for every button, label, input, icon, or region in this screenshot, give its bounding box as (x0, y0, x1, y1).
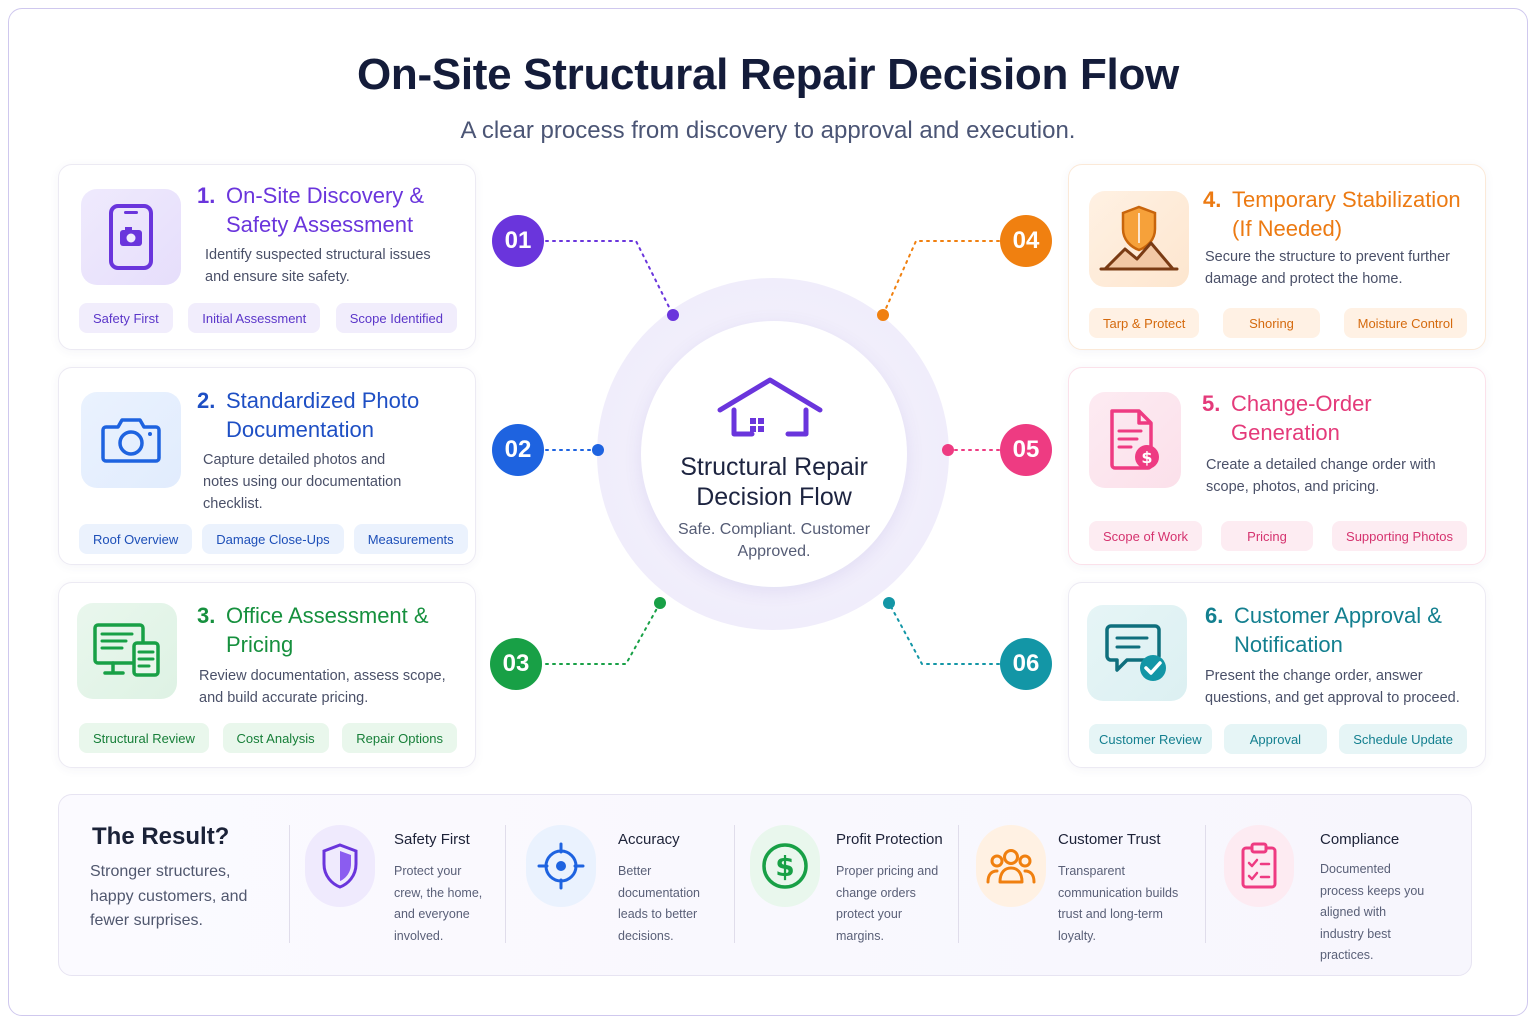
step-title-1: 1. On-Site Discovery & Safety Assessment (197, 181, 459, 239)
benefit-desc-1: Protect your crew, the home, and everyon… (394, 864, 483, 943)
camera-icon (81, 392, 181, 488)
step-title-text-1: On-Site Discovery & Safety Assessment (226, 183, 425, 237)
step-index-2: 2. (197, 388, 216, 413)
step-title-6: 6. Customer Approval & Notification (1205, 601, 1469, 659)
step-card-2: 2. Standardized Photo Documentation Captu… (58, 367, 476, 565)
result-description: Stronger structures, happy customers, an… (90, 863, 248, 929)
step-badge-02: 02 (492, 424, 544, 476)
step-badge-06: 06 (1000, 638, 1052, 690)
step-index-5: 5. (1202, 391, 1221, 416)
hub-subtitle: Safe. Compliant. Customer Approved. (677, 521, 871, 560)
step-tags-3: Structural Review Cost Analysis Repair O… (79, 723, 457, 753)
step-tags-5: Scope of Work Pricing Supporting Photos (1089, 521, 1467, 551)
tag: Approval (1223, 724, 1328, 754)
benefit-title-4: Customer Trust (1058, 831, 1161, 848)
step-badge-03: 03 (490, 638, 542, 690)
hub-circle (641, 321, 907, 587)
step-title-text-5: Change-Order Generation (1231, 391, 1372, 445)
step-card-4: 4. Temporary Stabilization (If Needed) Se… (1068, 164, 1486, 350)
step-title-text-4: Temporary Stabilization (If Needed) (1232, 187, 1461, 241)
tag: Scope of Work (1089, 521, 1203, 551)
result-title: The Result? (92, 823, 230, 850)
step-tags-6: Customer Review Approval Schedule Update (1089, 724, 1467, 754)
step-title-text-6: Customer Approval & Notification (1234, 603, 1442, 657)
tag: Cost Analysis (222, 723, 329, 753)
hub-title: Structural Repair Decision Flow (680, 453, 868, 511)
step-card-3: 3. Office Assessment & Pricing Review doc… (58, 582, 476, 768)
step-badge-01: 01 (492, 215, 544, 267)
step-title-3: 3. Office Assessment & Pricing (197, 601, 459, 659)
house-icon (717, 377, 823, 437)
page-title: On-Site Structural Repair Decision Flow (356, 50, 1179, 99)
step-index-4: 4. (1203, 187, 1222, 212)
divider (505, 825, 506, 943)
divider (289, 825, 290, 943)
tag: Roof Overview (79, 524, 193, 554)
step-desc-2: Capture detailed photos and notes using … (203, 452, 402, 512)
tag: Measurements (353, 524, 468, 554)
step-tags-4: Tarp & Protect Shoring Moisture Control (1089, 308, 1467, 338)
tag: Shoring (1223, 308, 1320, 338)
phone-camera-icon (81, 189, 181, 285)
tag: Moisture Control (1343, 308, 1467, 338)
tag: Initial Assessment (188, 303, 321, 333)
step-desc-1: Identify suspected structural issues and… (205, 247, 431, 285)
step-badge-05: 05 (1000, 424, 1052, 476)
step-desc-5: Create a detailed change order with scop… (1206, 457, 1436, 495)
page-subtitle: A clear process from discovery to approv… (460, 117, 1076, 144)
benefit-desc-5: Documented process keeps you aligned wit… (1320, 862, 1425, 962)
benefit-desc-3: Proper pricing and change orders protect… (836, 864, 939, 943)
step-tags-2: Roof Overview Damage Close-Ups Measureme… (79, 524, 468, 554)
step-title-4: 4. Temporary Stabilization (If Needed) (1203, 185, 1469, 243)
step-desc-4: Secure the structure to prevent further … (1205, 249, 1451, 287)
benefit-desc-4: Transparent communication builds trust a… (1058, 864, 1179, 943)
svg-text:$: $ (775, 850, 794, 883)
invoice-dollar-icon: $ (1089, 392, 1181, 488)
benefit-title-3: Profit Protection (836, 831, 943, 848)
step-index-3: 3. (197, 603, 216, 628)
tag: Tarp & Protect (1089, 308, 1200, 338)
step-index-6: 6. (1205, 603, 1224, 628)
benefit-title-2: Accuracy (618, 831, 680, 848)
target-icon (526, 825, 596, 907)
benefit-desc-2: Better documentation leads to better dec… (618, 864, 701, 943)
step-title-text-3: Office Assessment & Pricing (226, 603, 429, 657)
tag: Supporting Photos (1332, 521, 1467, 551)
dollar-icon: $ (750, 825, 820, 907)
step-card-1: 1.On-Site Discovery & Safety Assessment … (58, 164, 476, 350)
svg-text:$: $ (1141, 448, 1152, 467)
benefit-title-5: Compliance (1320, 831, 1400, 848)
step-card-6: 6. Customer Approval & Notification Prese… (1068, 582, 1486, 768)
tag: Repair Options (342, 723, 457, 753)
step-desc-6: Present the change order, answer questio… (1205, 668, 1460, 706)
shield-roof-icon (1089, 191, 1189, 287)
step-badge-04: 04 (1000, 215, 1052, 267)
benefit-title-1: Safety First (394, 831, 470, 848)
tag: Safety First (79, 303, 173, 333)
tag: Schedule Update (1339, 724, 1467, 754)
tag: Customer Review (1089, 724, 1212, 754)
shield-icon (305, 825, 375, 907)
divider (958, 825, 959, 943)
clipboard-check-icon (1224, 825, 1294, 907)
step-tags-1: Safety First Initial Assessment Scope Id… (79, 303, 457, 333)
step-card-5: $ 5. Change-Order Generation Create a det… (1068, 367, 1486, 565)
step-title-text-2: Standardized Photo Documentation (226, 388, 420, 442)
tag: Damage Close-Ups (202, 524, 344, 554)
step-title-2: 2. Standardized Photo Documentation (197, 386, 459, 444)
people-icon (976, 825, 1046, 907)
divider (1205, 825, 1206, 943)
tag: Structural Review (79, 723, 209, 753)
tag: Pricing (1221, 521, 1313, 551)
monitor-document-icon (77, 603, 177, 699)
step-index-1: 1. (197, 183, 216, 208)
tag: Scope Identified (335, 303, 457, 333)
step-desc-3: Review documentation, assess scope, and … (199, 668, 446, 706)
chat-check-icon (1087, 605, 1187, 701)
divider (734, 825, 735, 943)
step-title-5: 5. Change-Order Generation (1202, 389, 1469, 447)
